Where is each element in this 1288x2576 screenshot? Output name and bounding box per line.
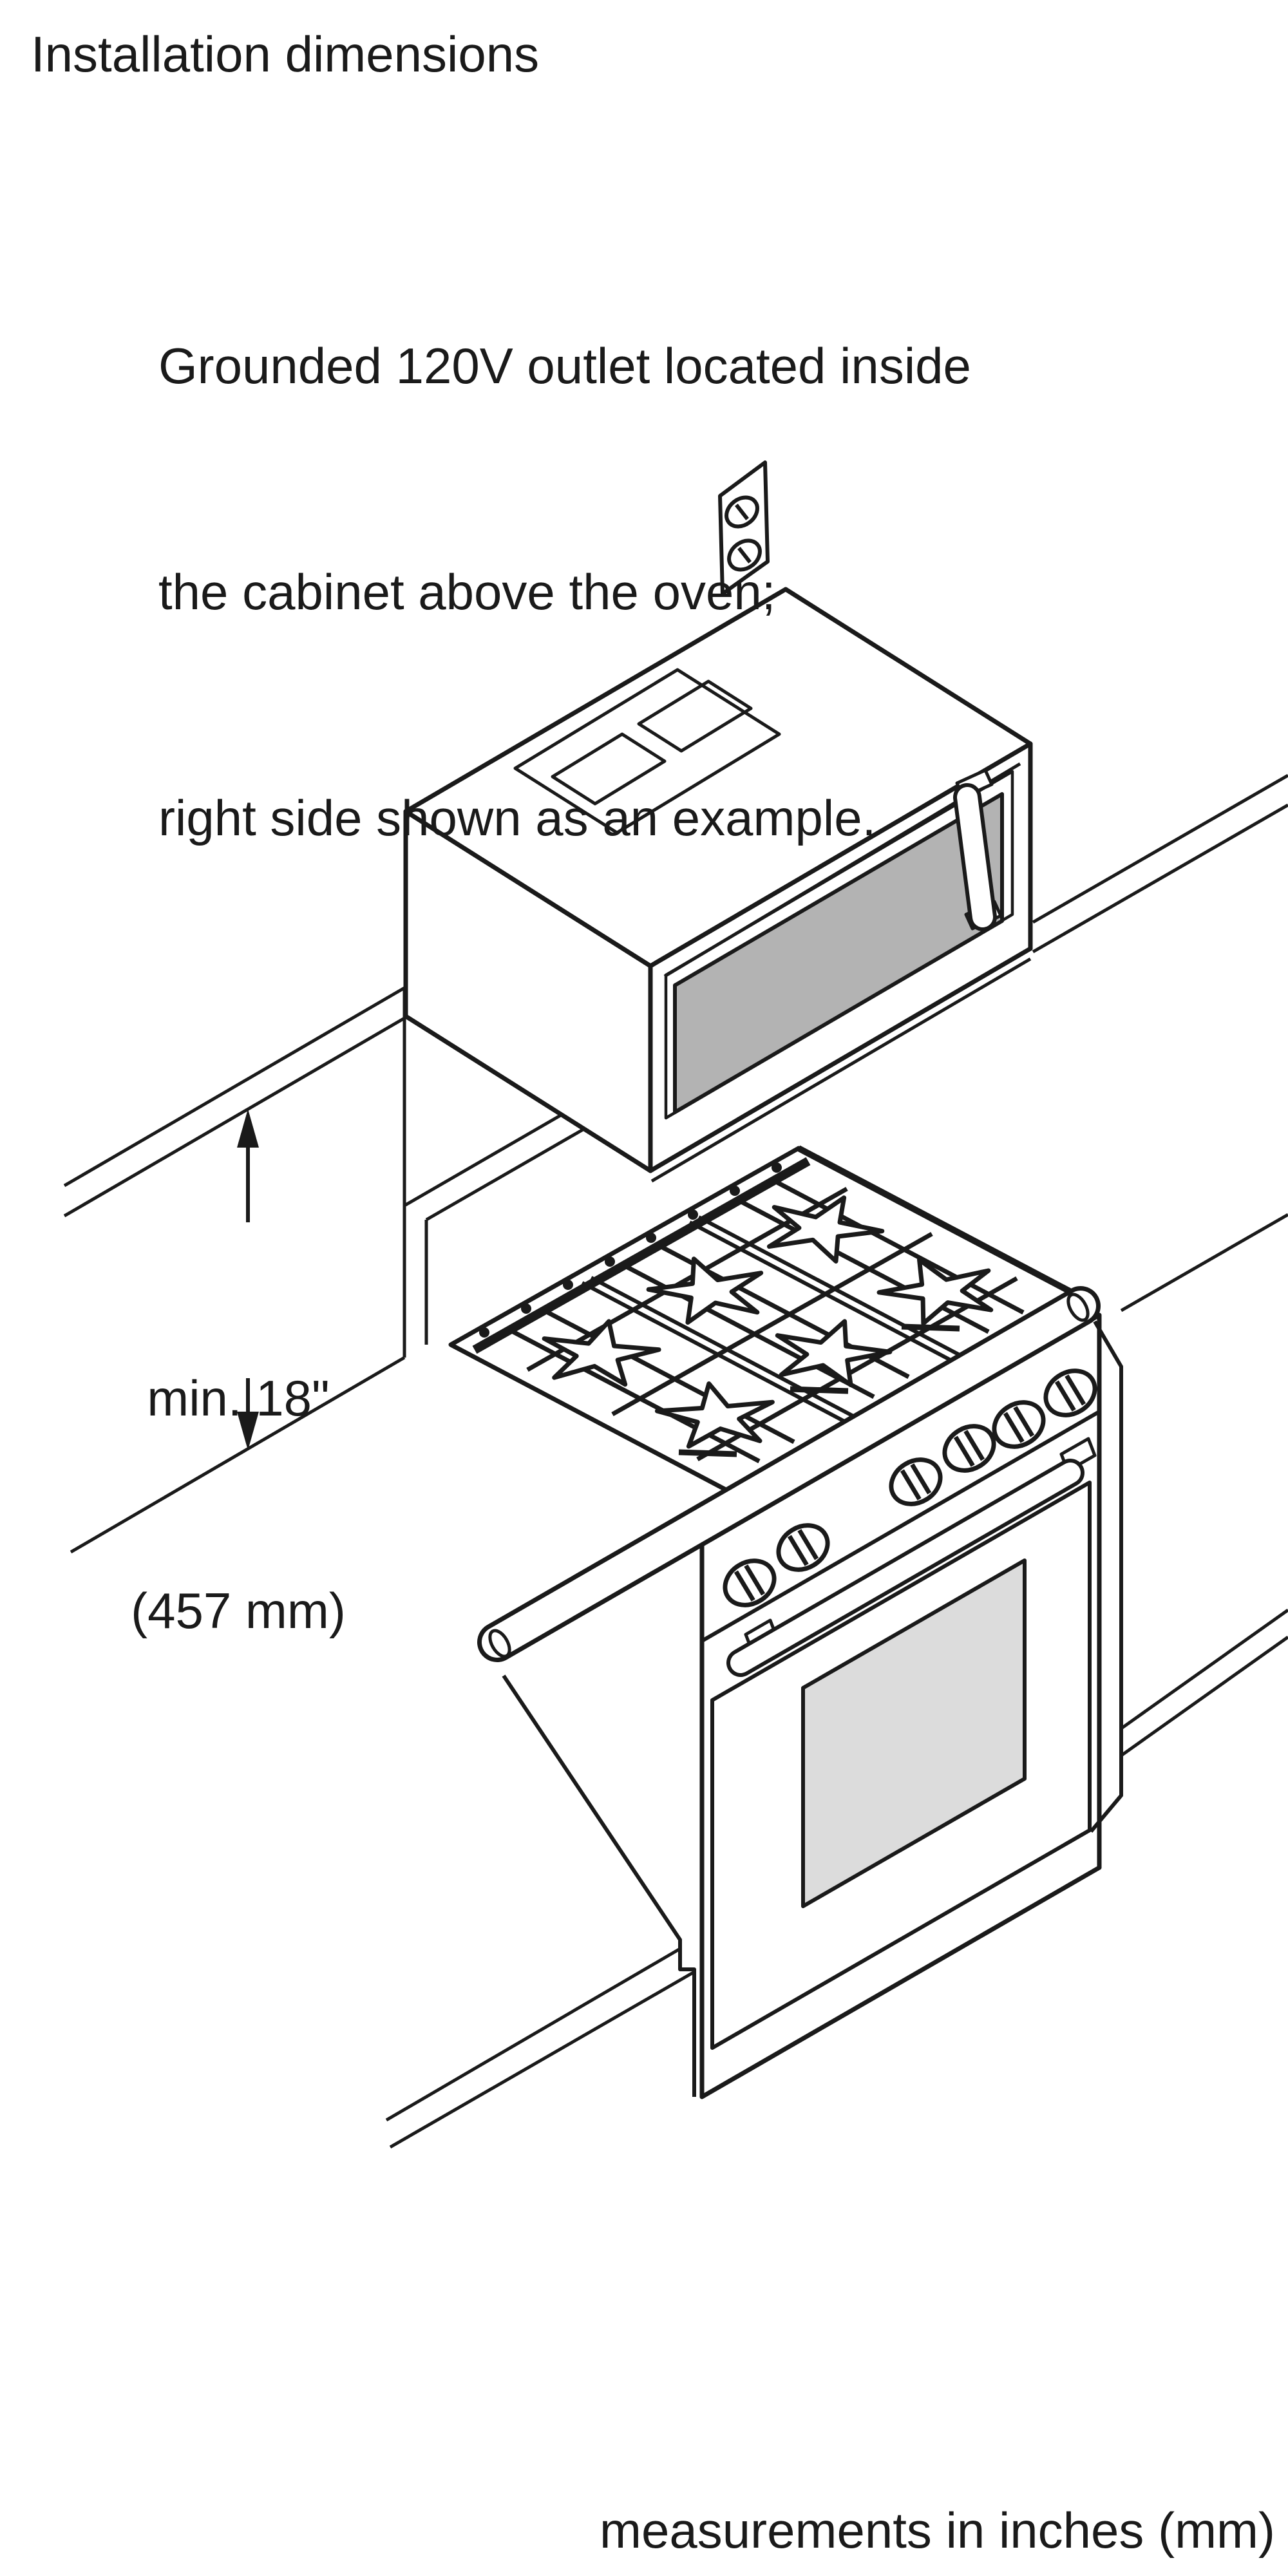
microwave-bottom-lip bbox=[650, 957, 1032, 1183]
oven-door-window bbox=[801, 1558, 1027, 1908]
outlet-receptacle-top bbox=[724, 495, 759, 529]
left-floor-lines bbox=[385, 1947, 696, 2149]
vent-opening-left bbox=[551, 732, 667, 806]
cooktop-right-rail bbox=[797, 1145, 1084, 1301]
outlet-note-line-1: Grounded 120V outlet located inside bbox=[158, 337, 971, 394]
outlet-note-line-2: the cabinet above the oven; bbox=[158, 564, 776, 620]
vent-opening-right bbox=[637, 679, 753, 753]
range-right-side bbox=[1089, 1320, 1123, 1833]
microwave-illustration bbox=[403, 587, 1033, 1183]
rail-left-cap bbox=[488, 1629, 511, 1658]
units-note: measurements in inches (mm) bbox=[600, 2502, 1275, 2559]
dimension-arrowhead-down bbox=[237, 1412, 259, 1450]
range-illustration bbox=[448, 1145, 1123, 2099]
microwave-handle bbox=[953, 768, 1003, 931]
page-title: Installation dimensions bbox=[31, 26, 540, 82]
microwave-door-frame bbox=[664, 770, 1014, 1120]
oven-handle bbox=[726, 1437, 1097, 1677]
dimension-annotation bbox=[237, 1109, 259, 1450]
outlet-icon bbox=[718, 460, 770, 596]
outlet-note-line-3: right side shown as an example. bbox=[158, 790, 876, 846]
microwave-door-window bbox=[673, 792, 1004, 1114]
right-counter-front-edge bbox=[1120, 1608, 1288, 1757]
clearance-dimension-mm: (457 mm) bbox=[131, 1582, 346, 1639]
wall-lines bbox=[63, 773, 1288, 1554]
oven-door bbox=[710, 1481, 1092, 2050]
burner-stars bbox=[533, 1186, 1012, 1457]
left-soffit-edge bbox=[63, 986, 406, 1218]
dimension-arrowhead-up bbox=[237, 1109, 259, 1148]
range-left-side bbox=[502, 1674, 696, 2097]
cooktop-bullnose-rail bbox=[477, 1286, 1101, 1662]
counters bbox=[385, 1608, 1288, 2149]
clearance-dimension-label: min. 18" (457 mm) bbox=[71, 1221, 406, 1788]
left-counter-back-edge bbox=[70, 1356, 406, 1554]
outlet-note: Grounded 120V outlet located inside the … bbox=[158, 178, 971, 1007]
right-soffit-edge-left-segment bbox=[403, 1113, 585, 1345]
cooktop-grates bbox=[508, 1178, 1025, 1464]
outlet-receptacle-bottom bbox=[727, 538, 762, 572]
cooktop-section-rails bbox=[581, 1215, 963, 1424]
control-band-bottom-line bbox=[701, 1410, 1101, 1643]
microwave-vent-panel bbox=[513, 668, 781, 835]
cooktop-back-rail bbox=[472, 1157, 811, 1354]
cooktop-igniters bbox=[479, 1162, 782, 1338]
clearance-dimension-inches: min. 18" bbox=[147, 1370, 330, 1426]
burner-shadow-ticks bbox=[678, 1323, 960, 1457]
rail-right-cap bbox=[1066, 1293, 1090, 1322]
right-counter-back-edge bbox=[1120, 1213, 1288, 1312]
right-soffit-edge-right-segment bbox=[1032, 773, 1288, 954]
